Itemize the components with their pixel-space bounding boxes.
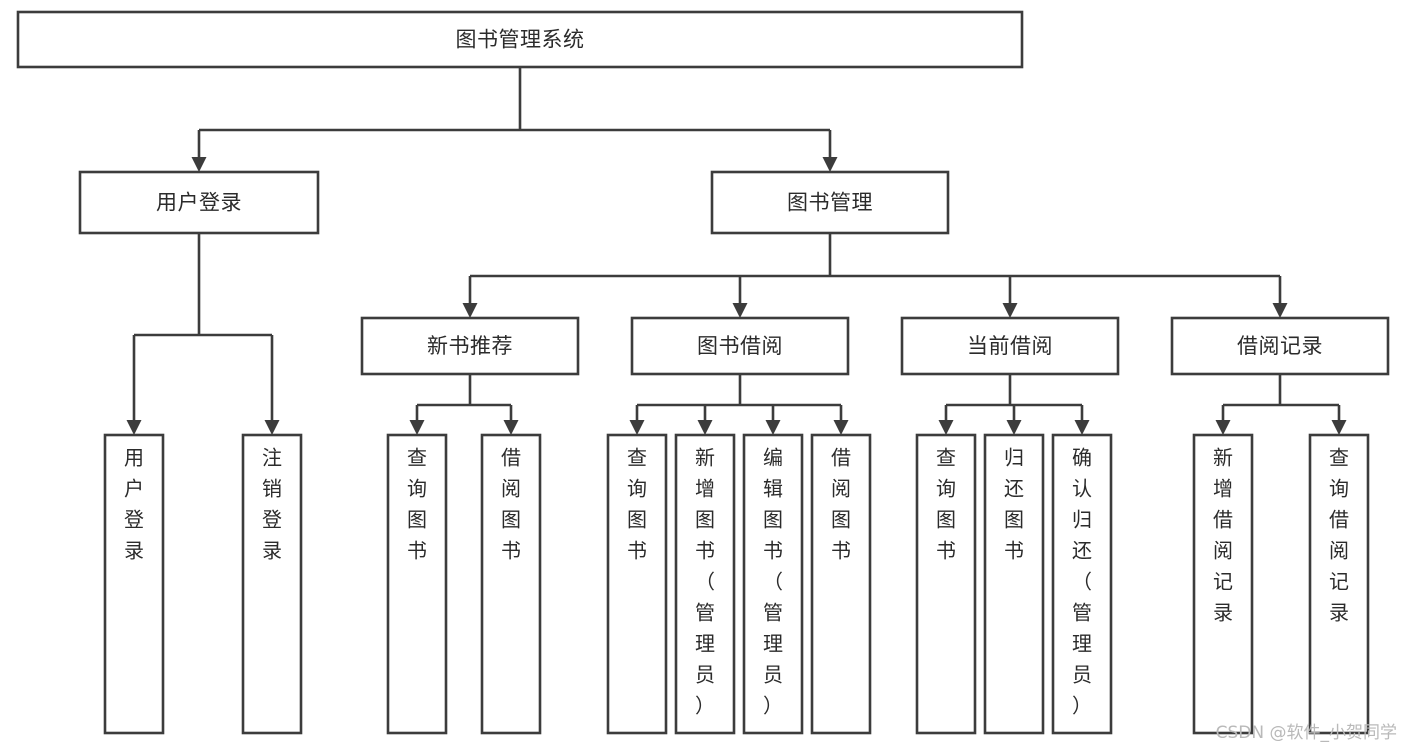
node-borrow-record-label: 借阅记录 [1237,334,1323,358]
node-leaf-query-book-1-label: 查询图书 [407,446,427,563]
connector-layer [126,67,1347,435]
node-leaf-return-book[interactable]: 归还图书 [983,433,1045,735]
node-leaf-add-record-label: 新增借阅记录 [1213,446,1233,625]
node-book-manage-label: 图书管理 [787,191,873,215]
node-leaf-confirm-return-label: 确认归还（管理员） [1072,446,1092,718]
conn-book-borrow-arrow-2 [765,420,781,435]
node-borrow-record-box[interactable] [1170,316,1390,376]
node-leaf-add-book[interactable]: 新增图书（管理员） [674,433,736,735]
node-layer: 图书管理系统用户登录图书管理新书推荐图书借阅当前借阅借阅记录用户登录注销登录查询… [16,10,1390,735]
node-leaf-query-book-3-label: 查询图书 [936,446,956,563]
conn-book-borrow-arrow-3 [833,420,849,435]
conn-current-borrow-arrow-2 [1074,420,1090,435]
node-user-login-label: 用户登录 [156,191,242,215]
node-book-borrow[interactable]: 图书借阅 [630,316,850,376]
node-leaf-user-login-box[interactable] [103,433,165,735]
node-leaf-query-book-2-box[interactable] [606,433,668,735]
node-leaf-query-book-2-label: 查询图书 [627,446,647,563]
node-root-root-box[interactable] [16,10,1024,69]
conn-new-book-recommend-arrow-0 [409,420,425,435]
node-book-manage[interactable]: 图书管理 [710,170,950,235]
node-leaf-logout-login[interactable]: 注销登录 [241,433,303,735]
node-root-root-label: 图书管理系统 [456,28,585,52]
conn-book-borrow-arrow-1 [697,420,713,435]
node-leaf-borrow-book-2-box[interactable] [810,433,872,735]
node-leaf-borrow-book-1-label: 借阅图书 [501,446,521,563]
node-user-login[interactable]: 用户登录 [78,170,320,235]
conn-book-manage-arrow-1 [732,303,748,318]
node-leaf-edit-book-label: 编辑图书（管理员） [763,446,783,718]
node-current-borrow[interactable]: 当前借阅 [900,316,1120,376]
node-leaf-edit-book-box[interactable] [742,433,804,735]
conn-borrow-record-arrow-1 [1331,420,1347,435]
conn-current-borrow-arrow-0 [938,420,954,435]
csdn-watermark: CSDN @软件_小贺同学 [1215,723,1397,743]
node-leaf-borrow-book-2-label: 借阅图书 [831,446,851,563]
node-leaf-user-login-label: 用户登录 [124,446,144,563]
node-leaf-query-book-1[interactable]: 查询图书 [386,433,448,735]
node-leaf-query-book-3-box[interactable] [915,433,977,735]
node-leaf-query-record[interactable]: 查询借阅记录 [1308,433,1370,735]
node-leaf-return-book-box[interactable] [983,433,1045,735]
node-leaf-return-book-label: 归还图书 [1004,446,1024,563]
node-book-borrow-label: 图书借阅 [697,334,783,358]
node-leaf-borrow-book-1[interactable]: 借阅图书 [480,433,542,735]
node-book-manage-box[interactable] [710,170,950,235]
node-leaf-confirm-return[interactable]: 确认归还（管理员） [1051,433,1113,735]
conn-user-login-arrow-0 [126,420,142,435]
node-leaf-user-login[interactable]: 用户登录 [103,433,165,735]
node-leaf-query-book-3[interactable]: 查询图书 [915,433,977,735]
node-leaf-logout-login-box[interactable] [241,433,303,735]
node-user-login-box[interactable] [78,170,320,235]
node-leaf-query-record-box[interactable] [1308,433,1370,735]
conn-user-login-arrow-1 [264,420,280,435]
conn-borrow-record-arrow-0 [1215,420,1231,435]
conn-book-borrow-arrow-0 [629,420,645,435]
node-leaf-logout-login-label: 注销登录 [262,446,282,563]
node-leaf-add-book-box[interactable] [674,433,736,735]
node-leaf-query-book-1-box[interactable] [386,433,448,735]
node-leaf-add-record-box[interactable] [1192,433,1254,735]
conn-new-book-recommend-arrow-1 [503,420,519,435]
node-leaf-edit-book[interactable]: 编辑图书（管理员） [742,433,804,735]
node-leaf-confirm-return-box[interactable] [1051,433,1113,735]
node-leaf-add-book-label: 新增图书（管理员） [695,446,715,718]
node-new-book-recommend-box[interactable] [360,316,580,376]
node-leaf-add-record[interactable]: 新增借阅记录 [1192,433,1254,735]
conn-book-manage-arrow-3 [1272,303,1288,318]
node-leaf-query-book-2[interactable]: 查询图书 [606,433,668,735]
node-new-book-recommend-label: 新书推荐 [427,334,513,358]
node-leaf-borrow-book-1-box[interactable] [480,433,542,735]
conn-current-borrow-arrow-1 [1006,420,1022,435]
node-current-borrow-label: 当前借阅 [967,334,1053,358]
conn-book-manage-arrow-2 [1002,303,1018,318]
node-book-borrow-box[interactable] [630,316,850,376]
node-new-book-recommend[interactable]: 新书推荐 [360,316,580,376]
conn-root-arrow-1 [822,157,838,172]
node-current-borrow-box[interactable] [900,316,1120,376]
node-root-root[interactable]: 图书管理系统 [16,10,1024,69]
node-leaf-borrow-book-2[interactable]: 借阅图书 [810,433,872,735]
conn-root-arrow-0 [191,157,207,172]
node-leaf-query-record-label: 查询借阅记录 [1329,446,1349,625]
node-borrow-record[interactable]: 借阅记录 [1170,316,1390,376]
conn-book-manage-arrow-0 [462,303,478,318]
